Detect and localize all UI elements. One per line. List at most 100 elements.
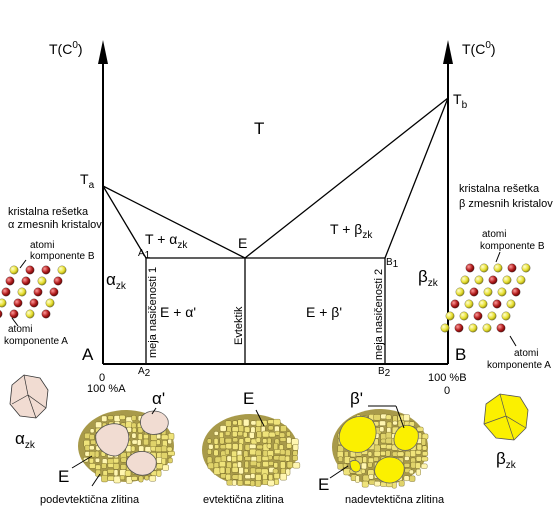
eutectic-cell	[355, 475, 360, 483]
atom-a	[0, 310, 3, 318]
atom-a	[473, 311, 483, 321]
corner-b: B	[455, 345, 466, 364]
eutectic-cell	[249, 448, 257, 456]
eutectic-cell	[231, 466, 239, 473]
eutectic-cell	[410, 450, 416, 457]
eutectic-cell	[232, 420, 238, 426]
eutectic-cell	[403, 475, 410, 482]
eutectic-cell	[373, 414, 381, 421]
atom-a	[29, 298, 39, 308]
eutectic-cell	[285, 468, 291, 476]
eutectic-cell	[361, 480, 369, 488]
atom-b	[493, 263, 503, 273]
atom-a	[450, 299, 460, 309]
eutectic-cell	[238, 425, 244, 433]
left-lattice-title-1: kristalna rešetka	[8, 206, 89, 218]
atom-a	[13, 298, 23, 308]
eutectic-cell	[244, 474, 251, 479]
eutectic-cell	[225, 467, 231, 475]
eutectic-cell	[101, 415, 108, 422]
eutectic-cell	[421, 456, 429, 462]
eutectic-cell	[337, 456, 343, 462]
eutectic-cell	[361, 462, 367, 470]
atom-a	[507, 263, 517, 273]
eutectic-cell	[161, 434, 169, 440]
atom-b	[474, 275, 484, 285]
eutectic-cell	[368, 474, 374, 480]
eutectic-cell	[155, 446, 163, 453]
eutectic-cell	[421, 438, 427, 446]
hyper-beta-grain-1	[338, 416, 377, 453]
right-axis-arrow-icon	[443, 40, 453, 64]
eutectic-cell	[213, 431, 219, 436]
atom-a	[1, 287, 11, 297]
eutectic-cell	[249, 443, 257, 449]
region-liquid: T	[254, 119, 264, 138]
eutectic-cell	[415, 450, 422, 455]
hypo-caption: podevtektična zlitina	[40, 494, 140, 506]
eutectic-cell	[285, 449, 291, 457]
atom-b	[506, 299, 516, 309]
eutectic-cell	[244, 426, 251, 433]
eutectic-cell	[213, 462, 220, 469]
atom-a	[511, 287, 521, 297]
eutectic-cell	[250, 420, 257, 426]
eutectic-cell	[84, 444, 90, 451]
eutectic-cell	[292, 455, 298, 461]
eutectic-cell	[126, 476, 133, 484]
eutectic-cell	[131, 432, 137, 439]
eutectic-cell	[131, 415, 137, 421]
atom-b	[487, 311, 497, 321]
eutectic-microstructure: E evtektična zlitina	[202, 389, 301, 506]
atom-a	[25, 265, 35, 275]
phase-lines	[102, 97, 449, 364]
eutectic-cell	[374, 481, 381, 487]
eutectic-cell	[95, 421, 102, 429]
eutectic-cell	[422, 451, 429, 457]
zero-left: 0	[99, 372, 105, 384]
eutectic-cell	[237, 474, 243, 481]
eutectic-cell	[279, 449, 286, 455]
solidus-right	[384, 97, 449, 259]
eutectic-cell	[238, 467, 244, 475]
eutectic-cell	[166, 446, 173, 452]
eutectic-cell	[243, 418, 250, 427]
eutectic-cell	[286, 443, 292, 449]
eutectic-cell	[219, 437, 225, 445]
eutectic-cell	[262, 450, 269, 457]
eutectic-cell	[266, 437, 272, 444]
eutectic-cell	[213, 449, 219, 457]
eutectic-cell	[268, 461, 274, 466]
eutectic-cell	[144, 475, 150, 481]
eutectic-cell	[132, 427, 137, 433]
eutectic-cell	[373, 444, 381, 453]
eutectic-cell	[219, 466, 226, 474]
eutectic-cell	[403, 463, 411, 468]
eutectic-cell	[156, 463, 164, 470]
eutectic-cell	[237, 461, 242, 468]
eutectic-cell	[337, 463, 344, 470]
hyper-beta-grain-4	[349, 460, 361, 473]
eutectic-cell	[249, 460, 258, 466]
eutectic-cell	[273, 418, 281, 426]
eutectic-cell	[244, 437, 251, 443]
eutectic-cell	[403, 414, 410, 422]
atom-a	[41, 265, 51, 275]
right-atoms-b-2: komponente B	[480, 241, 545, 252]
eutectic-cell	[415, 456, 422, 462]
eutectic-cell	[143, 438, 149, 446]
left-pointer-b	[19, 259, 27, 269]
left-atoms-b-2: komponente B	[30, 251, 95, 262]
atom-a	[469, 287, 479, 297]
left-atoms-a-1: atomi	[8, 324, 32, 335]
eutectic-cell	[89, 458, 94, 464]
eutectic-cell	[213, 467, 221, 475]
region-e-plus-beta: E + β'	[306, 304, 342, 320]
atom-a	[5, 276, 15, 286]
atom-a	[53, 276, 63, 286]
atom-b	[521, 263, 531, 273]
eutectic-cell	[113, 469, 119, 477]
eutectic-cell	[101, 475, 108, 483]
left-axis-title: T(C0)	[49, 40, 83, 57]
eutectic-cell	[420, 463, 428, 469]
